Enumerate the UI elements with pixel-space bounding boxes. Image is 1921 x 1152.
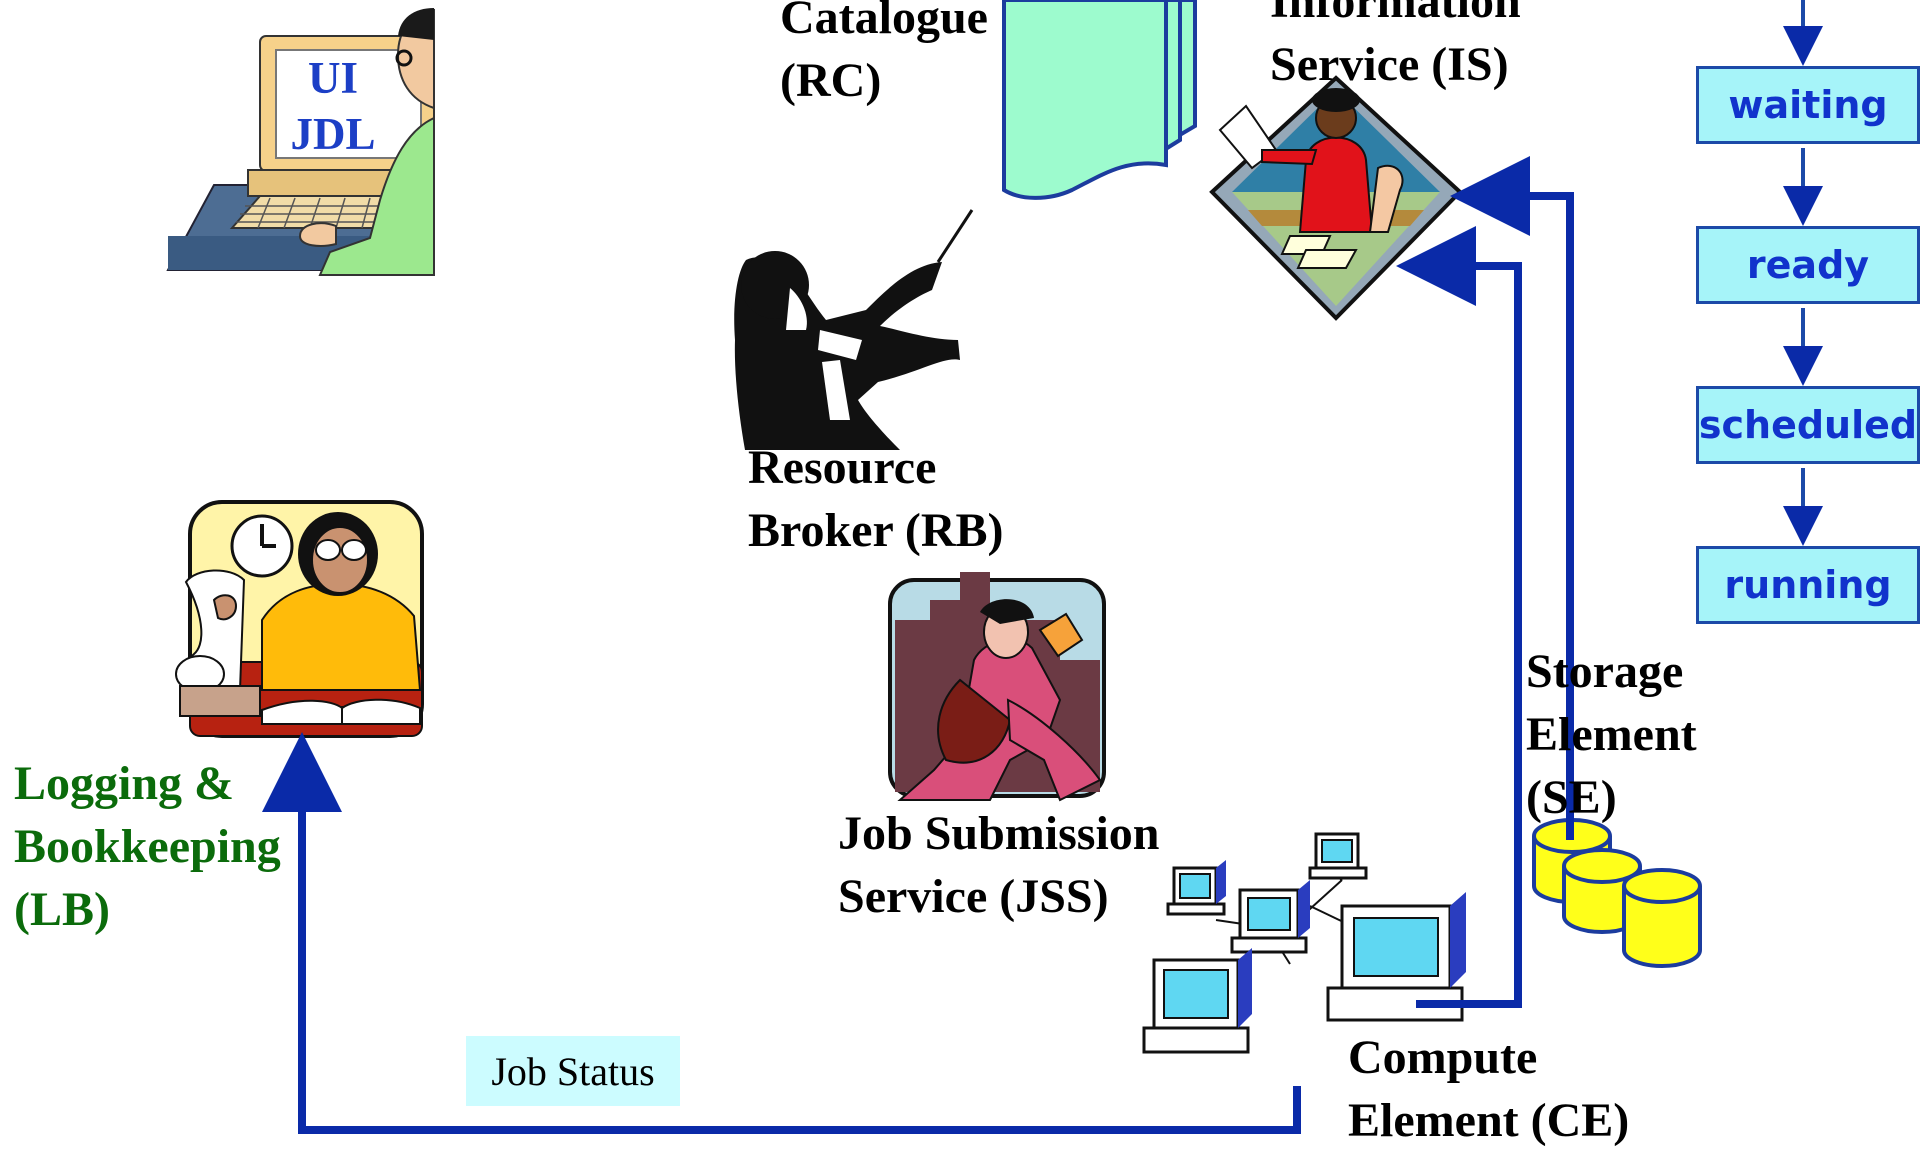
se-label-line2: Element [1526, 708, 1697, 761]
rc-label-line2: (RC) [780, 54, 882, 107]
se-label-line1: Storage [1526, 645, 1684, 698]
rc-label: Catalogue (RC) [780, 0, 988, 112]
arrow-ce-to-is-1 [1396, 226, 1522, 1008]
jss-label-line2: Service (JSS) [838, 870, 1109, 923]
lb-label-line1: Logging & [14, 757, 235, 810]
logging-bookkeeping-clerk-icon [175, 500, 424, 738]
ce-label-line1: Compute [1348, 1031, 1538, 1084]
state-running: running [1696, 546, 1920, 624]
user-computer-icon [166, 8, 435, 276]
lb-label: Logging & Bookkeeping (LB) [14, 752, 281, 941]
lb-label-line2: Bookkeeping [14, 820, 281, 873]
jss-label-line1: Job Submission [838, 807, 1160, 860]
rc-label-line1: Catalogue [780, 0, 988, 44]
flow-arrows [262, 156, 1574, 1134]
arrow-se-to-is [1450, 156, 1574, 840]
se-label: Storage Element (SE) [1526, 640, 1697, 829]
jss-label: Job Submission Service (JSS) [838, 802, 1160, 928]
job-submission-messenger-icon [888, 572, 1106, 802]
compute-element-computers-icon [1142, 832, 1466, 1054]
ce-label: Compute Element (CE) [1348, 1026, 1629, 1152]
rb-label: Resource Broker (RB) [748, 436, 1004, 562]
ui-text: UI [307, 53, 358, 103]
state-waiting: waiting [1696, 66, 1920, 144]
rb-label-line2: Broker (RB) [748, 504, 1004, 557]
is-label: Information Service (IS) [1270, 0, 1521, 96]
information-service-icon [1209, 75, 1463, 321]
storage-cylinders-icon [1532, 818, 1702, 968]
ce-label-line2: Element (CE) [1348, 1094, 1630, 1147]
jdl-text: JDL [290, 109, 376, 159]
catalogue-pages-icon [1002, 0, 1197, 200]
state-ready: ready [1696, 226, 1920, 304]
state-scheduled: scheduled [1696, 386, 1920, 464]
lb-label-line3: (LB) [14, 883, 110, 936]
rb-label-line1: Resource [748, 441, 937, 494]
arrow-ce-to-lb [262, 732, 1301, 1134]
se-label-line3: (SE) [1526, 771, 1617, 824]
is-label-line2: Service (IS) [1270, 38, 1509, 91]
resource-broker-conductor-icon [734, 209, 974, 450]
is-label-line1: Information [1270, 0, 1521, 28]
ui-jdl-screen-text: UI JDL [258, 50, 408, 162]
job-status-label: Job Status [466, 1036, 680, 1106]
